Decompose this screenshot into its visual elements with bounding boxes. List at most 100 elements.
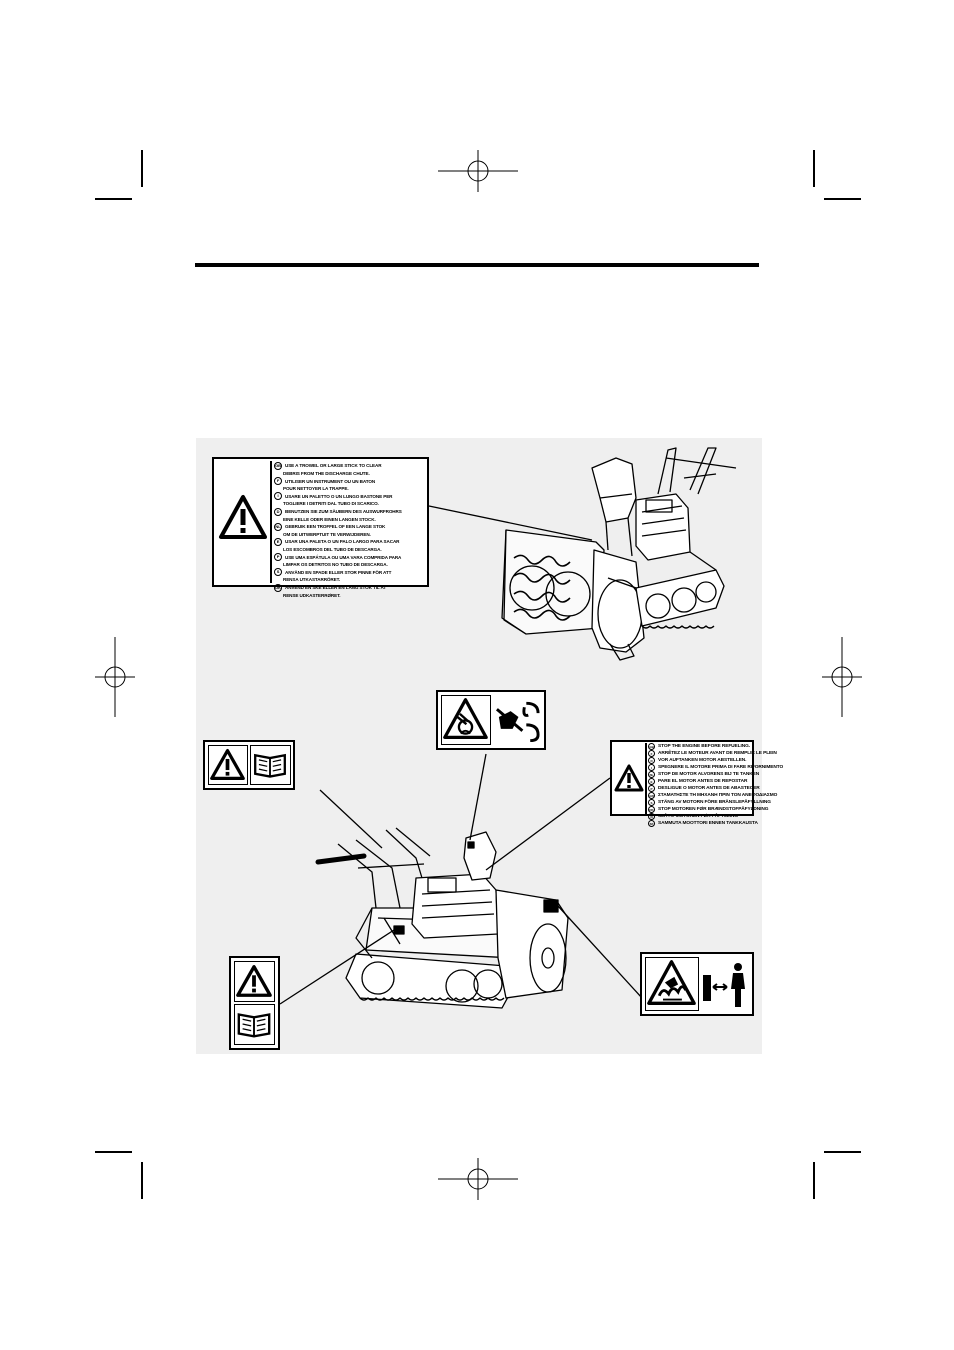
crop-mark-top-right-vertical [813, 150, 815, 187]
label-line-text: GEBRUIK EEN TROFFEL OF EEN LANGE STOK [285, 524, 386, 530]
warning-triangle-icon [614, 764, 644, 792]
crop-mark-top-left-horizontal [95, 198, 132, 200]
label-line-text: OM DE UITWERPTUIT TE VERWIJDEREN. [283, 531, 371, 537]
label-handle-warning-panel [234, 961, 275, 1002]
label-line-text: RENSE UDKASTERRØRET. [283, 592, 341, 598]
snowblower-drawings [279, 447, 737, 1009]
language-code-badge: GB [274, 462, 282, 470]
label-line-text: ANVEND EN SKE ELLER EN LANG STOK TIL AT [285, 585, 387, 591]
open-book-icon [237, 1013, 271, 1038]
label-handle-book-panel [234, 1004, 275, 1045]
language-code-badge: DK [648, 806, 655, 813]
label-line-text: SLÅ AV MOTOREN FØR PÅFYLLING [658, 813, 738, 819]
language-code-badge: P [648, 785, 655, 792]
label-line-text: DESLIGUE O MOTOR ANTES DE ABASTECER [658, 785, 760, 791]
language-code-badge: D [274, 507, 282, 516]
label-line-text: STOP THE ENGINE BEFORE REFUELING. [658, 743, 750, 749]
label-line-text: STÄNG AV MOTORN FÖRE BRÄNSLEPÅFYLLNING [658, 799, 771, 805]
language-code-badge: GB [648, 743, 655, 750]
label-line-text: SPEGNERE IL MOTORE PRIMA DI FARE RIFORNI… [658, 764, 784, 770]
label-auger-hazard-panel [645, 957, 699, 1011]
label-line-text: USAR UNA PALETA O UN PALO LARGO PARA SAC… [285, 539, 400, 545]
language-code-badge: SF [648, 820, 655, 827]
language-code-badge: DK [274, 583, 282, 592]
label-line-text: LOS ESCOMBROS DEL TUBO DE DESCARGA. [283, 547, 382, 553]
label-line-text: USE UMA ESPÁTULA OU UMA VARA COMPRIDA PA… [285, 554, 402, 560]
crop-mark-bottom-right-vertical [813, 1162, 815, 1199]
snowblower-rear-view [315, 827, 569, 1009]
label-line-text: BENUTZEN SIE ZUM SÄUBERN DES AUSWURFROHR… [285, 509, 402, 514]
label-line-text: STOP DE MOTOR ALVORENS BIJ TE TANKEN [658, 771, 760, 777]
language-code-badge: NL [648, 771, 655, 778]
language-code-badge: S [274, 568, 282, 577]
label-divider [270, 461, 272, 583]
label-line: RENSA UTKASTARRÖRET. [274, 576, 402, 583]
warning-triangle-icon [210, 749, 245, 780]
label-line-text: RENSA UTKASTARRÖRET. [283, 577, 340, 583]
language-code-badge: E [274, 538, 282, 547]
language-code-badge: I [648, 764, 655, 771]
label-line-text: UTILISER UN INSTRUMENT OU UN BATON [285, 478, 376, 484]
language-code-badge: D [648, 757, 655, 764]
label-chute-clearing-icon-panel [218, 463, 268, 581]
auger-hazard-icon [647, 960, 696, 1005]
label-line-text: TOGLIERE I DETRITI DAL TUBO DI SCARICO. [283, 501, 379, 507]
label-line-text: USARE UN PALETTO O UN LUNGO BASTONE PER [285, 493, 393, 499]
label-divider [645, 743, 647, 815]
label-line-text: DEBRIS FROM THE DISCHARGE CHUTE. [283, 471, 370, 476]
registration-mark-bottom-icon [438, 1158, 518, 1200]
language-code-badge: GR [648, 792, 655, 799]
warning-triangle-icon [219, 495, 267, 539]
bystander-icon [731, 963, 745, 1007]
language-code-badge: F [274, 477, 282, 486]
label-line-text: SAMMUTA MOOTTORI ENNEN TANKKAUSTA [658, 820, 758, 826]
language-code-badge: I [274, 492, 282, 501]
label-line-text: ARRÊTEZ LE MOTEUR AVANT DE REMPLIR LE PL… [658, 750, 777, 756]
leader-lines [279, 505, 643, 1005]
no-hands-auger-icon [495, 701, 540, 743]
registration-mark-right-icon [822, 637, 862, 717]
label-line-text: ΣΤΑΜΑΤΗΣΤΕ ΤΗ ΜΗΧΑΝΗ ΠΡΙΝ ΤΟΝ ΑΝΕΦΟΔΙΑΣΜ… [658, 792, 778, 798]
crop-mark-bottom-left-vertical [141, 1162, 143, 1199]
language-code-badge: F [648, 750, 655, 757]
warning-triangle-icon [236, 965, 272, 997]
label-read-manual-book-panel [250, 745, 291, 785]
crop-mark-top-right-horizontal [824, 198, 861, 200]
label-keep-distance-panel [701, 957, 750, 1011]
language-code-badge: NL [274, 522, 282, 531]
open-book-icon [254, 753, 286, 778]
crop-mark-top-left-vertical [141, 150, 143, 187]
label-line: LOS ESCOMBROS DEL TUBO DE DESCARGA. [274, 546, 402, 553]
label-line: DEBRIS FROM THE DISCHARGE CHUTE. [274, 470, 402, 477]
registration-mark-left-icon [95, 637, 135, 717]
label-auger-keep-away [640, 952, 754, 1016]
label-line-text: STOP MOTOREN FØR BRÆNDSTOFPÅFYLDNING [658, 806, 769, 812]
label-line-text: ANVÄND EN SPADE ELLER STOR PINNE FÖR ATT [285, 569, 392, 575]
label-line-text: VOR AUFTANKEN MOTOR ABSTELLEN. [658, 757, 747, 763]
label-line: EINE KELLE ODER EINEN LANGEN STOCK. [274, 516, 402, 523]
label-handle-warning [229, 956, 280, 1050]
language-code-badge: N [648, 813, 655, 820]
label-line: OM DE UITWERPTUIT TE VERWIJDEREN. [274, 531, 402, 538]
label-read-manual-warning-panel [208, 745, 248, 785]
label-line-text: LIMPAR OS DETRITOS NO TUBO DE DESCARGA. [283, 562, 388, 568]
language-code-badge: E [648, 778, 655, 785]
